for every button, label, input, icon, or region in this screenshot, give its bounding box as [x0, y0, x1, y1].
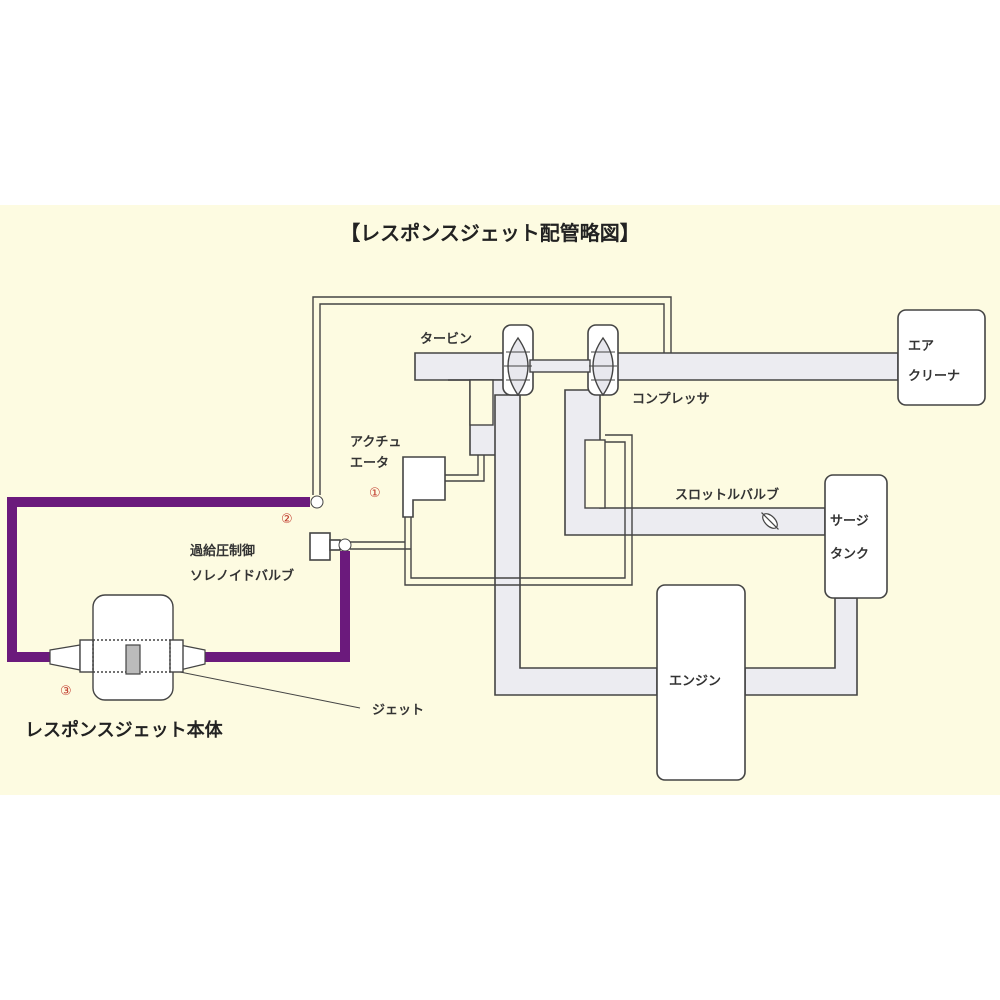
wastegate-cutout [469, 379, 494, 426]
label-engine: エンジン [669, 674, 721, 689]
marker-2: ② [281, 512, 293, 527]
label-solenoid-2: ソレノイドバルブ [190, 568, 294, 584]
turbocharger [502, 324, 619, 397]
bypass-box [584, 439, 606, 509]
label-throttle-valve: スロットルバルブ [675, 487, 779, 503]
label-jet: ジェット [372, 703, 424, 718]
label-actuator-2: エータ [350, 456, 389, 471]
intake-pipe [599, 352, 899, 381]
label-surge-tank-1: サージ [830, 514, 869, 529]
response-jet-body [49, 594, 206, 701]
jet-leader-line [179, 671, 361, 709]
marker-3: ③ [60, 684, 72, 699]
label-air-cleaner-1: エア [908, 339, 934, 354]
jet-orifice [125, 644, 141, 675]
engine [656, 584, 746, 781]
actuator [402, 434, 633, 586]
label-solenoid-1: 過給圧制御 [189, 543, 255, 559]
air-cleaner [897, 309, 986, 406]
surge-tank [824, 474, 888, 599]
turbine-pipe [414, 352, 511, 381]
label-turbine: タービン [420, 331, 472, 347]
marker-1: ① [369, 486, 381, 501]
purple-hose [7, 497, 350, 662]
solenoid-valve [309, 495, 411, 561]
label-compressor: コンプレッサ [632, 392, 710, 407]
label-surge-tank-2: タンク [830, 547, 869, 562]
label-actuator-1: アクチュ [350, 435, 401, 450]
boost-sensing-line [312, 296, 672, 495]
label-response-jet-body: レスポンスジェット本体 [25, 719, 224, 741]
label-air-cleaner-2: クリーナ [908, 369, 960, 384]
manifold-pipe [744, 597, 858, 696]
throttle-valve-icon [761, 512, 779, 530]
diagram-title: 【レスポンスジェット配管略図】 [340, 221, 640, 245]
